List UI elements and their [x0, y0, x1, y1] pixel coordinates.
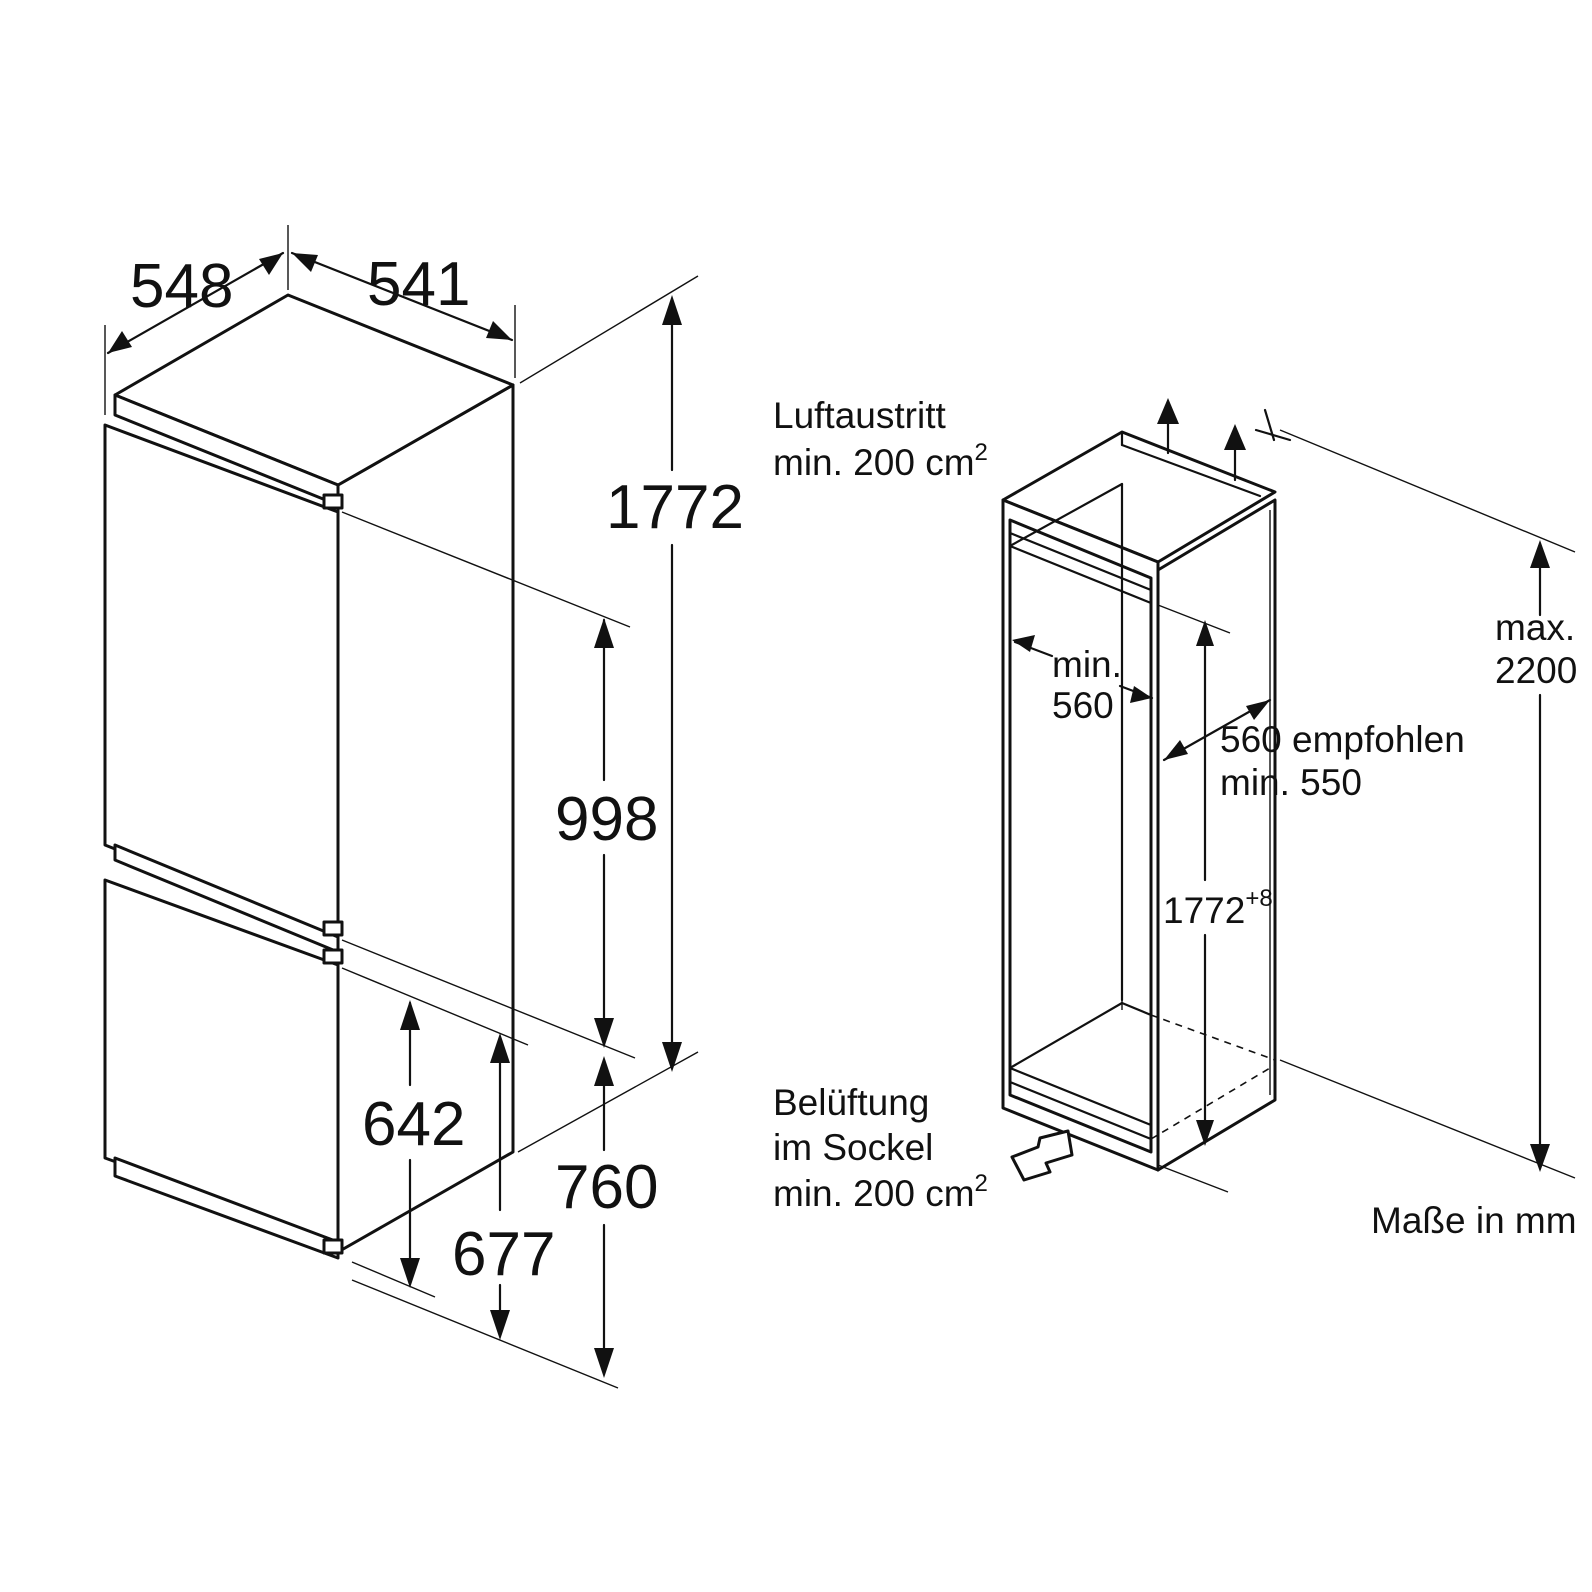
dimension-width	[290, 251, 516, 378]
label-min-width-1: min.	[1052, 644, 1122, 685]
label-total-height: 1772	[606, 473, 744, 542]
label-ventilation-3: min. 200 cm2	[773, 1170, 988, 1214]
appliance-plinth	[113, 1156, 340, 1260]
dimension-lower-door	[400, 1000, 420, 1288]
label-air-outlet-sup: 2	[975, 439, 988, 466]
dimension-depth	[104, 225, 289, 415]
label-min-width-2: 560	[1052, 685, 1114, 726]
label-width: 541	[367, 250, 470, 319]
niche-opening	[1008, 518, 1153, 1154]
label-upper-door: 998	[555, 785, 658, 854]
niche-drawing	[1001, 430, 1277, 1172]
dimension-max-height	[1530, 540, 1550, 1172]
label-niche-height-sup: +8	[1245, 885, 1272, 912]
label-depth-min: min. 550	[1220, 762, 1362, 803]
label-max-height-2: 2200	[1495, 650, 1577, 691]
label-air-outlet-title: Luftaustritt	[773, 395, 946, 436]
hinge-upper-bottom	[322, 920, 344, 937]
label-niche-height: 1772+8	[1163, 885, 1273, 931]
hinge-upper-top	[322, 493, 344, 510]
label-ventilation-1: Belüftung	[773, 1082, 929, 1123]
appliance-drawing	[103, 293, 515, 1260]
label-hinge-height: 760	[555, 1153, 658, 1222]
dimension-niche-height	[1196, 620, 1214, 1146]
dimension-lower-part	[490, 1033, 510, 1340]
label-air-outlet-value: min. 200 cm2	[773, 439, 988, 483]
label-depth: 548	[130, 252, 233, 321]
hinge-lower-bottom	[322, 1238, 344, 1255]
dimension-upper-door	[594, 618, 614, 1048]
dimension-niche-depth	[1162, 698, 1272, 762]
label-depth-recommended: 560 empfohlen	[1220, 719, 1465, 760]
dimension-total-height	[662, 295, 682, 1072]
ventilation-arrow	[1010, 1129, 1074, 1182]
dimension-niche-width	[1012, 635, 1154, 703]
hinge-lower-top	[322, 948, 344, 965]
label-ventilation-sup: 2	[975, 1170, 988, 1197]
dimension-hinge-height	[594, 1056, 614, 1378]
niche-side-panel	[1156, 498, 1277, 1172]
label-lower-part: 677	[452, 1220, 555, 1289]
label-units-note: Maße in mm	[1371, 1200, 1577, 1241]
label-ventilation-2: im Sockel	[773, 1127, 933, 1168]
label-lower-door: 642	[362, 1090, 465, 1159]
tolerance-symbol	[1254, 408, 1292, 442]
label-max-height-1: max.	[1495, 607, 1575, 648]
air-outlet-arrows	[1157, 398, 1246, 482]
appliance-extension-lines	[341, 275, 699, 1389]
niche-extension-lines	[1121, 429, 1576, 1193]
